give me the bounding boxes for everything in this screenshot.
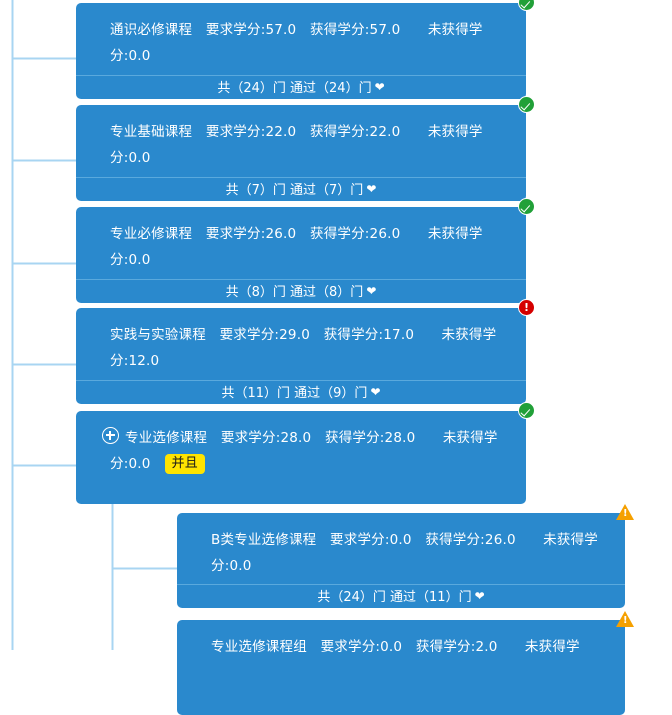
- caret-down-icon: ❤: [366, 284, 377, 298]
- card-major-elective-group[interactable]: ! 专业选修课程组 要求学分:0.0 获得学分:2.0 未获得学: [177, 611, 634, 715]
- card-footer-toggle[interactable]: 共（7）门 通过（7）门❤: [76, 177, 526, 201]
- card-body: 实践与实验课程 要求学分:29.0 获得学分:17.0 未获得学 分:12.0: [76, 308, 526, 382]
- status-badge-ok-icon: [518, 0, 535, 11]
- card-body: B类专业选修课程 要求学分:0.0 获得学分:26.0 未获得学 分:0.0: [177, 513, 625, 587]
- card-line-2: 分:0.0: [110, 252, 151, 268]
- status-badge-ok-icon: [518, 198, 535, 215]
- card-footer-label: 共（8）门 通过（8）门: [225, 285, 364, 300]
- card-line-2-text: 分:0.0: [110, 456, 151, 472]
- status-badge-error-icon: !: [518, 299, 535, 316]
- card-line-1-text: 专业选修课程 要求学分:28.0 获得学分:28.0 未获得学: [125, 430, 498, 446]
- card-body: 通识必修课程 要求学分:57.0 获得学分:57.0 未获得学 分:0.0: [76, 3, 526, 77]
- caret-down-icon: ❤: [474, 589, 485, 603]
- card-body: 专业基础课程 要求学分:22.0 获得学分:22.0 未获得学 分:0.0: [76, 105, 526, 179]
- card-footer-label: 共（7）门 通过（7）门: [225, 183, 364, 198]
- card-footer-label: 共（11）门 通过（9）门: [221, 386, 368, 401]
- card-line-1: 专业选修课程 要求学分:28.0 获得学分:28.0 未获得学: [76, 425, 526, 451]
- status-badge-ok-icon: [518, 96, 535, 113]
- card-line-1: 实践与实验课程 要求学分:29.0 获得学分:17.0 未获得学: [110, 327, 497, 343]
- card-practice-experiment[interactable]: ! 实践与实验课程 要求学分:29.0 获得学分:17.0 未获得学 分:12.…: [76, 299, 535, 404]
- card-general-required[interactable]: 通识必修课程 要求学分:57.0 获得学分:57.0 未获得学 分:0.0 共（…: [76, 0, 535, 99]
- card-line-1: 专业必修课程 要求学分:26.0 获得学分:26.0 未获得学: [110, 226, 483, 242]
- card-footer-toggle[interactable]: 共（24）门 通过（11）门❤: [177, 584, 625, 608]
- card-major-foundation[interactable]: 专业基础课程 要求学分:22.0 获得学分:22.0 未获得学 分:0.0 共（…: [76, 96, 535, 201]
- card-line-2: 分:0.0: [211, 558, 252, 574]
- card-body: 专业选修课程 要求学分:28.0 获得学分:28.0 未获得学 分:0.0 并且: [76, 411, 526, 485]
- caret-down-icon: ❤: [374, 80, 385, 94]
- card-line-2: 分:0.0 并且: [76, 451, 526, 477]
- card-line-1: 专业选修课程组 要求学分:0.0 获得学分:2.0 未获得学: [211, 639, 580, 655]
- card-footer-label: 共（24）门 通过（24）门: [217, 81, 372, 96]
- card-line-2: 分:12.0: [110, 353, 160, 369]
- status-badge-warning-icon: !: [616, 504, 634, 520]
- status-badge-ok-icon: [518, 402, 535, 419]
- card-line-2: 分:0.0: [110, 48, 151, 64]
- caret-down-icon: ❤: [370, 385, 381, 399]
- card-major-required[interactable]: 专业必修课程 要求学分:26.0 获得学分:26.0 未获得学 分:0.0 共（…: [76, 198, 535, 303]
- card-footer-toggle[interactable]: 共（24）门 通过（24）门❤: [76, 75, 526, 99]
- card-footer-label: 共（24）门 通过（11）门: [317, 590, 472, 605]
- card-line-2: 分:0.0: [110, 150, 151, 166]
- card-footer-toggle[interactable]: 共（11）门 通过（9）门❤: [76, 380, 526, 404]
- plus-circle-icon[interactable]: [102, 427, 119, 444]
- card-b-type-major-elective[interactable]: ! B类专业选修课程 要求学分:0.0 获得学分:26.0 未获得学 分:0.0…: [177, 504, 634, 608]
- card-line-1: B类专业选修课程 要求学分:0.0 获得学分:26.0 未获得学: [211, 532, 598, 548]
- card-body: 专业必修课程 要求学分:26.0 获得学分:26.0 未获得学 分:0.0: [76, 207, 526, 281]
- and-condition-badge: 并且: [164, 454, 205, 474]
- status-badge-warning-icon: !: [616, 611, 634, 627]
- caret-down-icon: ❤: [366, 182, 377, 196]
- card-footer-toggle[interactable]: 共（8）门 通过（8）门❤: [76, 279, 526, 303]
- card-body: 专业选修课程组 要求学分:0.0 获得学分:2.0 未获得学: [177, 620, 625, 668]
- card-line-1: 专业基础课程 要求学分:22.0 获得学分:22.0 未获得学: [110, 124, 483, 140]
- card-line-1: 通识必修课程 要求学分:57.0 获得学分:57.0 未获得学: [110, 22, 483, 38]
- card-major-elective[interactable]: 专业选修课程 要求学分:28.0 获得学分:28.0 未获得学 分:0.0 并且: [76, 402, 535, 504]
